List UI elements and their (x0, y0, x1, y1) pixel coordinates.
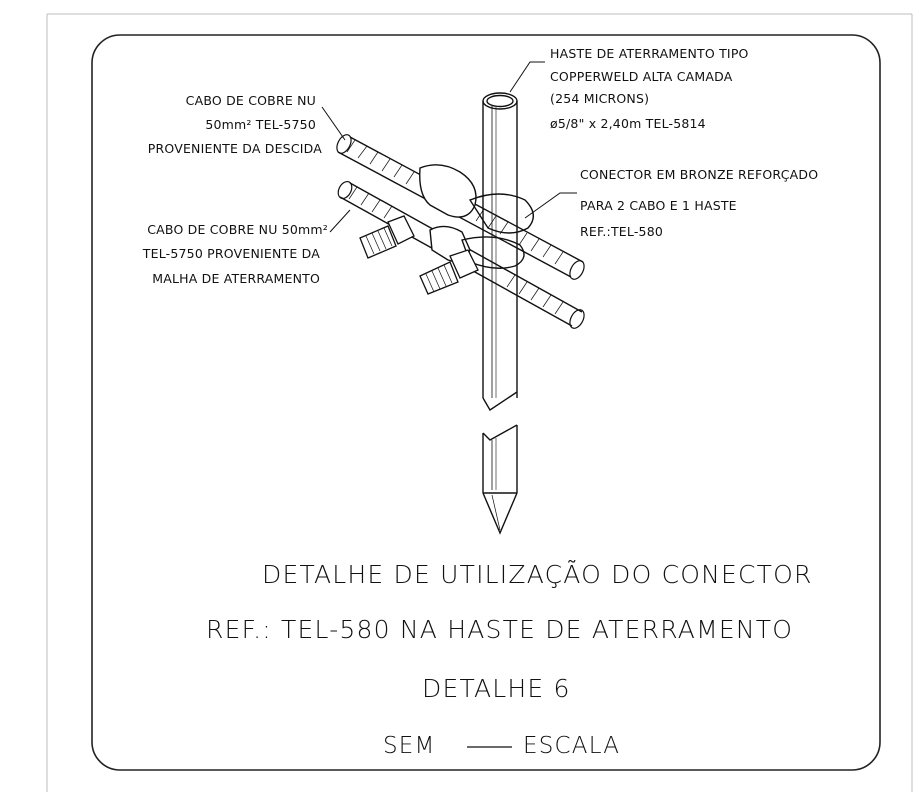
rod-callout-line-4: ø5/8" x 2,40m TEL-5814 (550, 116, 706, 131)
scale-label-left: SEM (383, 733, 436, 759)
rod-callout-line-1: HASTE DE ATERRAMENTO TIPO (550, 46, 749, 61)
cable-top-callout-line-1: CABO DE COBRE NU (185, 93, 316, 108)
title-line-3: DETALHE 6 (422, 674, 571, 703)
leader-lines (321, 61, 577, 233)
connector-callout-line-1: CONECTOR EM BRONZE REFORÇADO (580, 167, 819, 182)
scale-label-right: ESCALA (523, 733, 621, 759)
cable-top-callout-line-2: 50mm² TEL-5750 (205, 117, 316, 132)
grounding-rod (482, 92, 518, 535)
cable-bottom-callout-line-3: MALHA DE ATERRAMENTO (152, 271, 320, 286)
rod-callout-line-3: (254 MICRONS) (550, 91, 650, 106)
bolt-lower (419, 249, 479, 295)
connector-callout-line-3: REF.:TEL-580 (580, 224, 663, 239)
title-line-2: REF.: TEL-580 NA HASTE DE ATERRAMENTO (206, 615, 794, 644)
cable-top-callout-line-3: PROVENIENTE DA DESCIDA (147, 141, 322, 156)
rod-callout-line-2: COPPERWELD ALTA CAMADA (550, 69, 733, 84)
cable-bottom-callout-line-1: CABO DE COBRE NU 50mm² (147, 222, 328, 237)
detail-frame (91, 34, 881, 771)
cable-bottom-callout-line-2: TEL-5750 PROVENIENTE DA (142, 246, 320, 261)
title-line-1: DETALHE DE UTILIZAÇÃO DO CONECTOR (262, 560, 813, 589)
bolt-upper (359, 215, 415, 259)
connector-callout-line-2: PARA 2 CABO E 1 HASTE (580, 198, 737, 213)
